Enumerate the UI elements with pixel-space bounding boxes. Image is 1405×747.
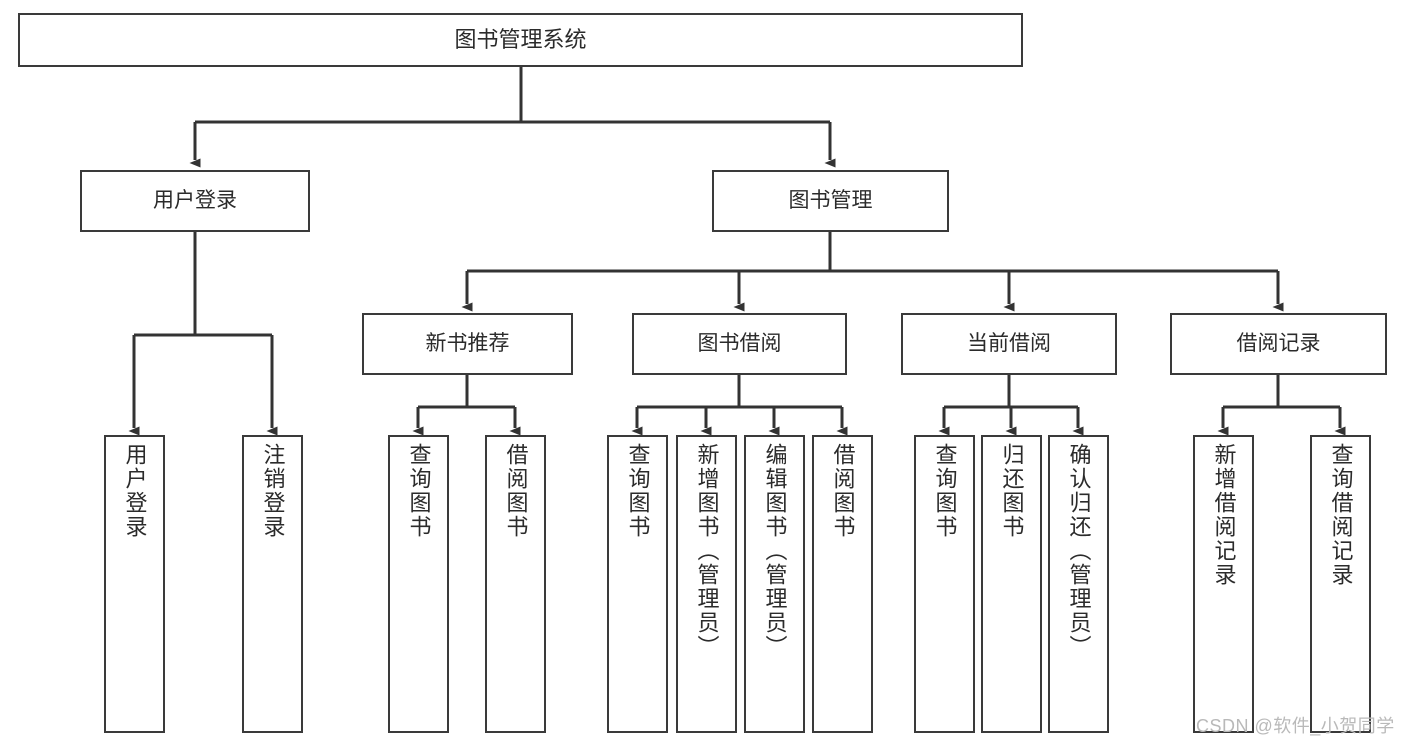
- node-label: 用户登录: [153, 188, 237, 212]
- node-label: 归还图书: [999, 443, 1025, 539]
- node-label: 确认归还（管理员）: [1066, 443, 1092, 659]
- node-new-book-recommend[interactable]: 新书推荐: [362, 313, 573, 375]
- node-user-login[interactable]: 用户登录: [80, 170, 310, 232]
- leaf-query-book-3[interactable]: 查询图书: [914, 435, 975, 733]
- node-label: 用户登录: [122, 443, 148, 539]
- node-label: 图书管理系统: [454, 27, 587, 53]
- node-book-borrow[interactable]: 图书借阅: [632, 313, 847, 375]
- node-label: 查询借阅记录: [1328, 443, 1354, 587]
- node-current-borrow[interactable]: 当前借阅: [901, 313, 1117, 375]
- node-label: 编辑图书（管理员）: [762, 443, 788, 659]
- leaf-edit-book-admin[interactable]: 编辑图书（管理员）: [744, 435, 805, 733]
- node-root-book-management-system[interactable]: 图书管理系统: [18, 13, 1023, 67]
- node-label: 注销登录: [260, 443, 286, 539]
- leaf-query-book-2[interactable]: 查询图书: [607, 435, 668, 733]
- leaf-query-book-1[interactable]: 查询图书: [388, 435, 449, 733]
- leaf-add-borrow-record[interactable]: 新增借阅记录: [1193, 435, 1254, 733]
- node-label: 新书推荐: [425, 331, 510, 355]
- node-label: 图书借阅: [697, 331, 782, 355]
- csdn-watermark: CSDN @软件_小贺同学: [1196, 716, 1395, 736]
- leaf-borrow-book-2[interactable]: 借阅图书: [812, 435, 873, 733]
- node-label: 查询图书: [625, 443, 651, 539]
- node-label: 当前借阅: [967, 331, 1051, 355]
- leaf-add-book-admin[interactable]: 新增图书（管理员）: [676, 435, 737, 733]
- node-label: 借阅图书: [503, 443, 529, 539]
- leaf-borrow-book-1[interactable]: 借阅图书: [485, 435, 546, 733]
- node-label: 查询图书: [932, 443, 958, 539]
- node-label: 借阅图书: [830, 443, 856, 539]
- leaf-query-borrow-record[interactable]: 查询借阅记录: [1310, 435, 1371, 733]
- node-label: 借阅记录: [1236, 331, 1321, 355]
- node-borrow-record[interactable]: 借阅记录: [1170, 313, 1387, 375]
- node-label: 新增图书（管理员）: [694, 443, 720, 659]
- leaf-user-login[interactable]: 用户登录: [104, 435, 165, 733]
- node-label: 查询图书: [406, 443, 432, 539]
- node-label: 新增借阅记录: [1211, 443, 1237, 587]
- node-label: 图书管理: [788, 188, 873, 212]
- leaf-confirm-return-admin[interactable]: 确认归还（管理员）: [1048, 435, 1109, 733]
- leaf-logout-login[interactable]: 注销登录: [242, 435, 303, 733]
- node-book-manage[interactable]: 图书管理: [712, 170, 949, 232]
- leaf-return-book[interactable]: 归还图书: [981, 435, 1042, 733]
